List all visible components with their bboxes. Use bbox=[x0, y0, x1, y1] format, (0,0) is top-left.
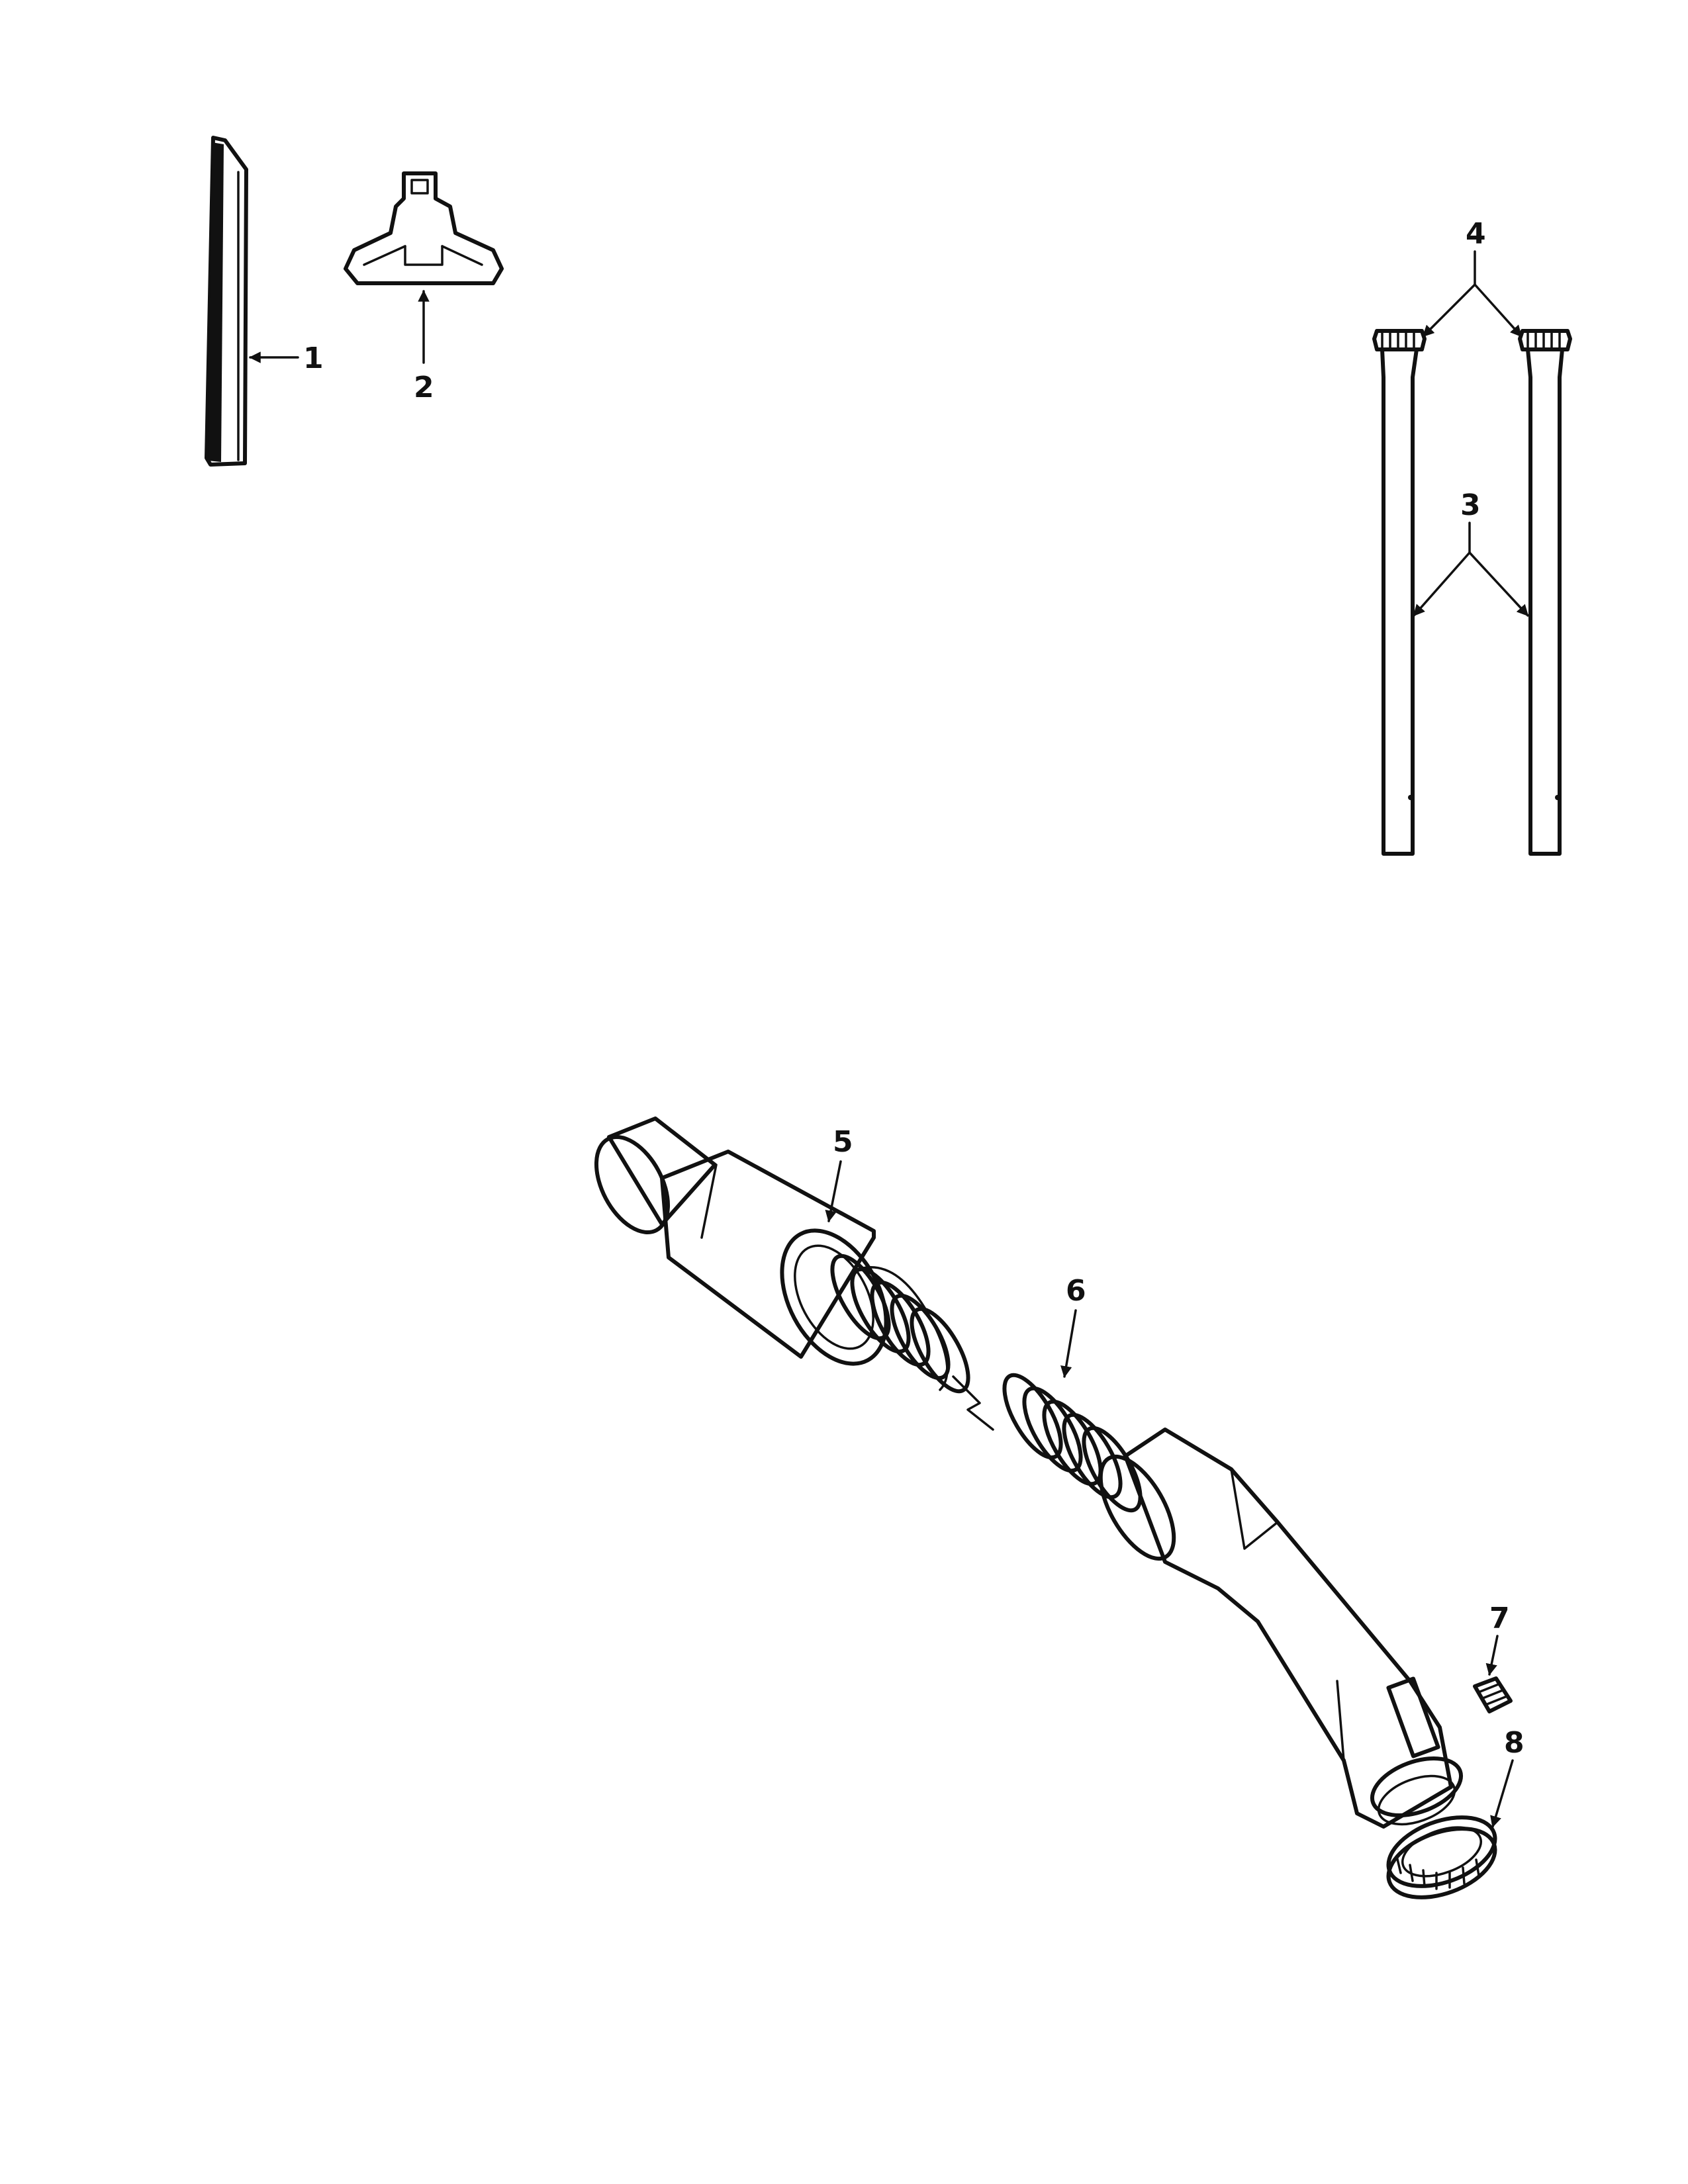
callout-part-6: 6 bbox=[1060, 1274, 1086, 1378]
flexible-hose bbox=[830, 1253, 1143, 1513]
hose-cuff bbox=[594, 1116, 888, 1366]
leader-line bbox=[825, 1160, 842, 1222]
callout-label-4: 4 bbox=[1466, 217, 1486, 251]
tool-slot bbox=[410, 179, 429, 195]
leader-line bbox=[1485, 1635, 1499, 1676]
callout-label-2: 2 bbox=[414, 371, 434, 404]
callout-label-6: 6 bbox=[1066, 1274, 1086, 1308]
hose-coils-rear bbox=[1002, 1373, 1143, 1513]
callout-part-1: 1 bbox=[249, 341, 324, 375]
leader-line bbox=[1060, 1309, 1077, 1378]
leader-line bbox=[1490, 1759, 1514, 1828]
hose-coils-front bbox=[830, 1253, 970, 1394]
callout-part-4: 4 bbox=[1422, 217, 1523, 338]
callout-label-3: 3 bbox=[1460, 488, 1481, 522]
swivel-ring bbox=[1386, 1815, 1497, 1899]
callout-part-3: 3 bbox=[1413, 488, 1529, 617]
callout-label-7: 7 bbox=[1489, 1602, 1510, 1635]
callout-label-5: 5 bbox=[833, 1125, 853, 1159]
leader-line bbox=[1422, 283, 1476, 338]
leader-line bbox=[1474, 283, 1523, 338]
leader-line bbox=[1468, 551, 1529, 617]
crevice-tool bbox=[205, 136, 248, 467]
extension-wand-left bbox=[1372, 329, 1427, 856]
latch-clip bbox=[1473, 1676, 1513, 1713]
callout-part-5: 5 bbox=[825, 1125, 853, 1222]
upholstery-tool bbox=[344, 171, 504, 285]
handle-latch-slot bbox=[1386, 1676, 1440, 1758]
callout-part-7: 7 bbox=[1485, 1602, 1510, 1676]
callout-part-2: 2 bbox=[414, 290, 434, 404]
hose-handle bbox=[1098, 1428, 1464, 1829]
extension-wand-right bbox=[1518, 329, 1572, 856]
callout-part-8: 8 bbox=[1490, 1726, 1524, 1828]
callout-label-8: 8 bbox=[1504, 1726, 1524, 1760]
callout-label-1: 1 bbox=[303, 341, 324, 375]
leader-line bbox=[1413, 551, 1471, 617]
